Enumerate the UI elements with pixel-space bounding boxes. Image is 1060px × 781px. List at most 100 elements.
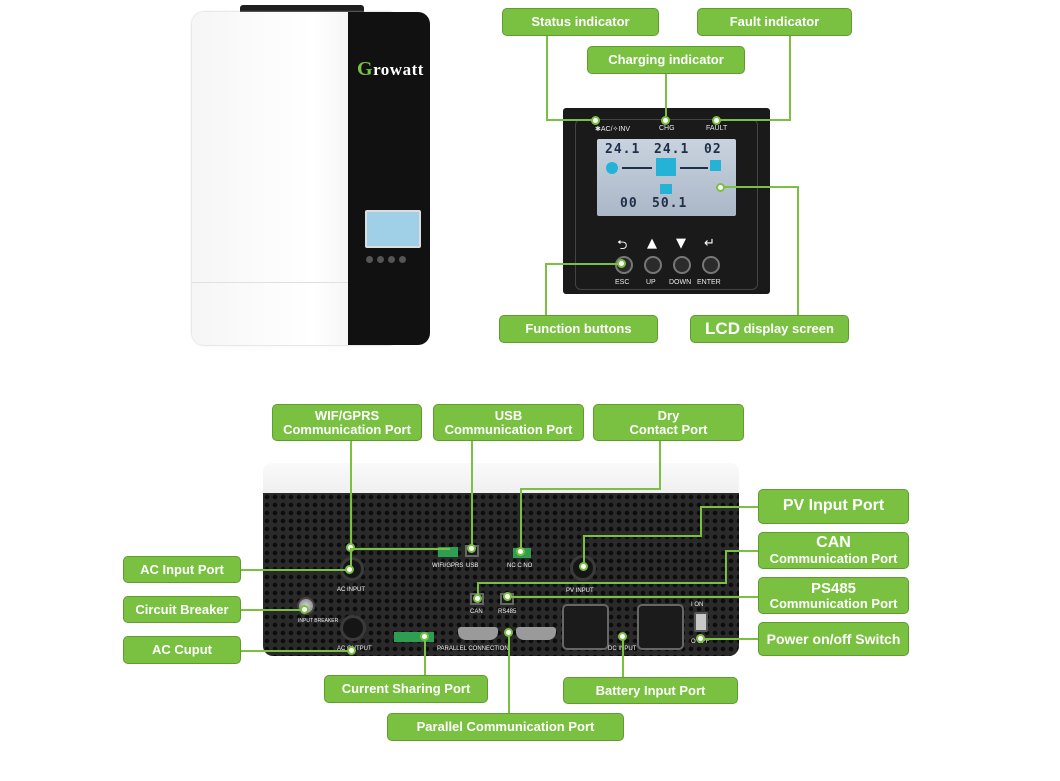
- status-leader-h: [546, 119, 596, 121]
- dry-dot: [516, 547, 525, 556]
- callout-circuit-breaker: Circuit Breaker: [123, 596, 241, 623]
- inverter-mini-lcd: [365, 210, 421, 248]
- wifi-gprs-label: WIFI/GPRS: [432, 563, 464, 569]
- home-icon: [710, 160, 721, 171]
- can-label: CAN: [470, 609, 483, 615]
- callout-ac-output: AC Cuput: [123, 636, 241, 664]
- lcd-value-top-left: 24.1: [605, 142, 641, 157]
- callout-battery-input: Battery Input Port: [563, 677, 738, 704]
- parallel-port-2: [516, 627, 556, 640]
- chg-indicator-label: CHG: [659, 125, 675, 132]
- ac-input-label: AC INPUT: [337, 587, 366, 593]
- lcd-value-bottom-mid: 50.1: [652, 196, 688, 211]
- fault-led: [712, 116, 721, 125]
- up-button[interactable]: [644, 256, 662, 274]
- wifi-port: [438, 547, 458, 557]
- growatt-logo: Growatt: [357, 58, 424, 80]
- down-arrow-icon: ▼: [676, 236, 686, 251]
- ac-input-dot: [345, 565, 354, 574]
- parallel-connection-label: PARALLEL CONNECTION: [437, 646, 509, 652]
- wifi-leader-h: [350, 548, 450, 550]
- callout-fault-indicator: Fault indicator: [697, 8, 852, 36]
- switch-dot: [696, 634, 705, 643]
- dry-contact-label: NC C NO: [507, 563, 533, 569]
- callout-function-buttons: Function buttons: [499, 315, 658, 343]
- parallel-dot: [504, 628, 513, 637]
- rs485-label: RS485: [498, 609, 517, 615]
- battery-port-2: [637, 604, 684, 650]
- enter-label: ENTER: [697, 279, 721, 286]
- usb-label: USB: [466, 563, 479, 569]
- can-leader-h: [725, 550, 758, 552]
- current-sharing-port: [394, 632, 434, 642]
- usb-leader: [471, 441, 473, 548]
- function-leader-v: [545, 263, 547, 317]
- ac-output-port: [340, 615, 366, 641]
- callout-current-sharing: Current Sharing Port: [324, 675, 488, 703]
- esc-arrow-icon: ⮌: [617, 238, 628, 253]
- battery-dot: [618, 632, 627, 641]
- battery-icon: [660, 184, 672, 194]
- pv-leader-h: [700, 506, 758, 508]
- status-leader: [546, 36, 548, 120]
- dry-leader-h: [520, 488, 661, 490]
- fault-leader-h: [716, 119, 791, 121]
- can-dot: [473, 594, 482, 603]
- callout-parallel-communication: Parallel Communication Port: [387, 713, 624, 741]
- lcd-value-bottom-left: 00: [620, 196, 638, 211]
- pv-dot: [579, 562, 588, 571]
- pv-leader-h2: [583, 535, 702, 537]
- inverter-mount-bracket: [240, 5, 364, 15]
- breaker-dot: [300, 605, 309, 614]
- inverter-mini-buttons: [366, 250, 416, 263]
- can-leader-h2: [477, 582, 727, 584]
- on-label: I ON: [691, 602, 704, 608]
- callout-power-switch: Power on/off Switch: [758, 622, 909, 656]
- callout-status-indicator: Status indicator: [502, 8, 659, 36]
- down-button[interactable]: [673, 256, 691, 274]
- usb-dot: [467, 544, 476, 553]
- inverter-icon: [656, 158, 676, 176]
- enter-button[interactable]: [702, 256, 720, 274]
- switch-leader: [700, 638, 758, 640]
- ac-output-dot: [347, 646, 356, 655]
- battery-port-1: [562, 604, 609, 650]
- battery-leader: [622, 636, 624, 678]
- rs485-leader: [507, 596, 758, 598]
- can-leader-v: [725, 550, 727, 583]
- callout-lcd-display: LCD display screen: [690, 315, 849, 343]
- up-arrow-icon: ▲: [647, 236, 657, 251]
- wifi-dot: [346, 543, 355, 552]
- lcd-flow-line: [622, 167, 652, 169]
- charging-leader: [665, 74, 667, 116]
- power-switch[interactable]: [694, 612, 708, 632]
- ac-input-leader: [241, 569, 349, 571]
- wifi-leader: [350, 441, 352, 567]
- lcd-leader-h: [722, 186, 799, 188]
- status-led: [591, 116, 600, 125]
- down-label: DOWN: [669, 279, 692, 286]
- function-dot: [617, 259, 626, 268]
- callout-pv-input: PV Input Port: [758, 489, 909, 524]
- grid-icon: [606, 162, 618, 174]
- lcd-value-top-right: 02: [704, 142, 722, 157]
- dry-leader-v: [659, 441, 661, 489]
- lcd-display: [597, 139, 736, 216]
- lcd-dot: [716, 183, 725, 192]
- lcd-flow-line-2: [680, 167, 708, 169]
- dry-leader-v2: [520, 488, 522, 550]
- current-sharing-leader: [424, 636, 426, 677]
- callout-ac-input: AC Input Port: [123, 556, 241, 583]
- inverter-black-panel: [348, 12, 430, 345]
- function-leader-h: [545, 263, 621, 265]
- lcd-leader-v: [797, 186, 799, 317]
- pv-input-label: PV INPUT: [566, 588, 594, 594]
- pv-leader-v: [700, 506, 702, 536]
- breaker-leader: [241, 609, 303, 611]
- pv-leader-v2: [583, 535, 585, 565]
